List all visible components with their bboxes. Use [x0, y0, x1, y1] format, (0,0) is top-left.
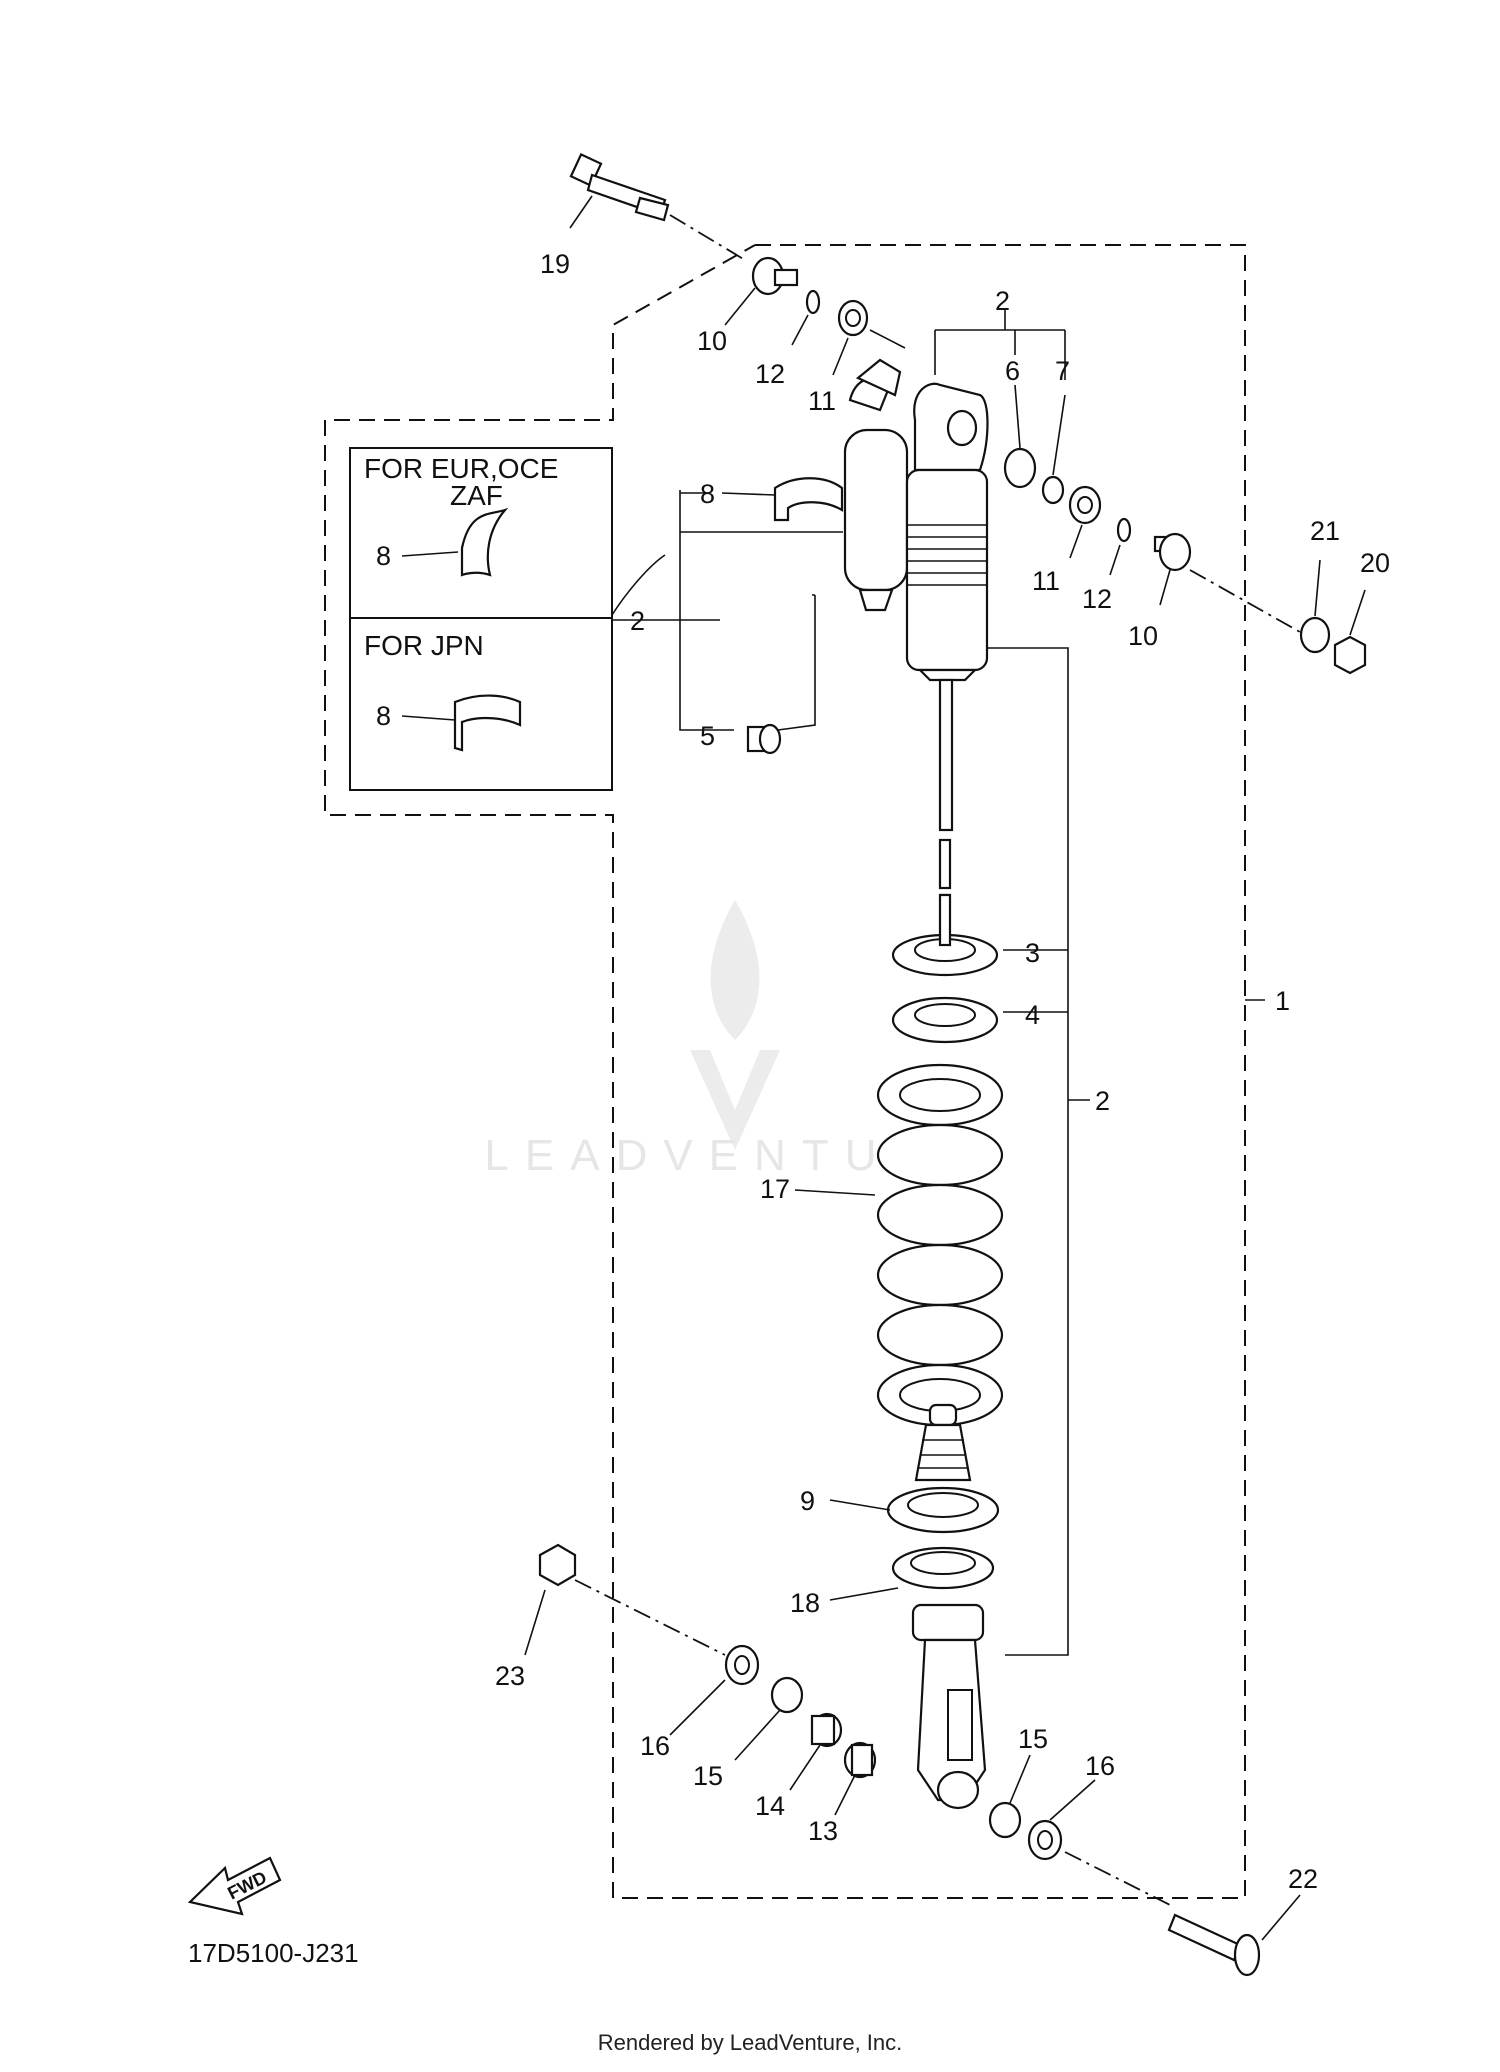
collar-10-top — [751, 256, 799, 296]
callout-15-right: 15 — [1018, 1724, 1048, 1754]
variant-eur-label: FOR EUR,OCE — [364, 453, 558, 484]
variant-box-jpn: FOR JPN 8 — [349, 617, 613, 791]
callout-18: 18 — [790, 1588, 820, 1618]
spring-guide-9 — [886, 1486, 1000, 1534]
callout-16-right: 16 — [1085, 1751, 1115, 1781]
callout-16-left: 16 — [640, 1731, 670, 1761]
nut-23 — [538, 1543, 577, 1587]
callout-4: 4 — [1025, 1000, 1040, 1030]
callout-15-left: 15 — [693, 1761, 723, 1791]
callout-10-right: 10 — [1128, 621, 1158, 651]
variant-jpn-label: FOR JPN — [364, 630, 484, 661]
lower-clevis — [911, 1603, 987, 1810]
variant-box-eur: FOR EUR,OCE ZAF 8 — [349, 447, 613, 619]
callout-11-right: 11 — [1032, 566, 1060, 596]
washer-11-right — [1068, 485, 1102, 525]
callout-19: 19 — [540, 249, 570, 279]
callout-6: 6 — [1005, 356, 1020, 386]
rod-upper — [938, 893, 952, 947]
oring-12-right — [1116, 517, 1132, 543]
callout-3: 3 — [1025, 938, 1040, 968]
callout-5: 5 — [700, 721, 715, 751]
callouts: 19 10 12 11 2 6 7 8 2 5 11 12 10 21 20 3… — [495, 249, 1390, 1894]
callout-2-right: 2 — [1095, 1086, 1110, 1116]
lower-right-washers — [988, 1801, 1063, 1861]
nut-20 — [1333, 635, 1367, 675]
ring-7 — [1041, 475, 1065, 505]
callout-8-jpn: 8 — [376, 701, 391, 731]
callout-14: 14 — [755, 1791, 785, 1821]
washer-11-top — [837, 299, 869, 337]
callout-7: 7 — [1055, 356, 1070, 386]
footer-credit: Rendered by LeadVenture, Inc. — [598, 2030, 903, 2055]
diagram-code: 17D5100-J231 — [188, 1938, 359, 1968]
lower-bushings — [724, 1644, 877, 1779]
callout-21: 21 — [1310, 516, 1340, 546]
callout-12-right: 12 — [1082, 584, 1112, 614]
seal-guard-eur-part — [460, 507, 509, 577]
callout-8-main: 8 — [700, 479, 715, 509]
callout-13: 13 — [808, 1816, 838, 1846]
bolt-19 — [569, 153, 746, 261]
callout-2-left: 2 — [630, 606, 645, 636]
oring-12-top — [805, 289, 821, 315]
callout-12-top: 12 — [755, 359, 785, 389]
variant-leader — [611, 554, 666, 616]
callout-22: 22 — [1288, 1864, 1318, 1894]
washer-21 — [1299, 616, 1331, 654]
collar-10-right — [1153, 532, 1192, 572]
callout-17: 17 — [760, 1174, 790, 1204]
bump-stop — [914, 1403, 972, 1482]
spring-17 — [876, 1063, 1004, 1427]
callout-23: 23 — [495, 1661, 525, 1691]
adjuster-4 — [891, 996, 999, 1044]
shock-reservoir — [843, 329, 909, 612]
fwd-arrow-icon: FWD — [187, 1856, 282, 1916]
seal-guard-jpn-part — [453, 694, 522, 752]
callout-20: 20 — [1360, 548, 1390, 578]
assembly-boundary — [324, 244, 1246, 1899]
seal-guard-8 — [773, 477, 844, 522]
variant-eur-label-2: ZAF — [450, 480, 503, 511]
valve-5 — [746, 723, 782, 755]
callout-2-top: 2 — [995, 286, 1010, 316]
callout-9: 9 — [800, 1486, 815, 1516]
leader-lines — [524, 195, 1366, 1941]
callout-11-top: 11 — [808, 386, 836, 416]
spring-seat-18 — [891, 1546, 995, 1590]
bushing-6 — [1003, 447, 1037, 489]
bolt-22 — [1064, 1851, 1261, 1977]
callout-10-top: 10 — [697, 326, 727, 356]
callout-8-eur: 8 — [376, 541, 391, 571]
shock-body — [905, 382, 989, 927]
callout-1: 1 — [1275, 986, 1290, 1016]
